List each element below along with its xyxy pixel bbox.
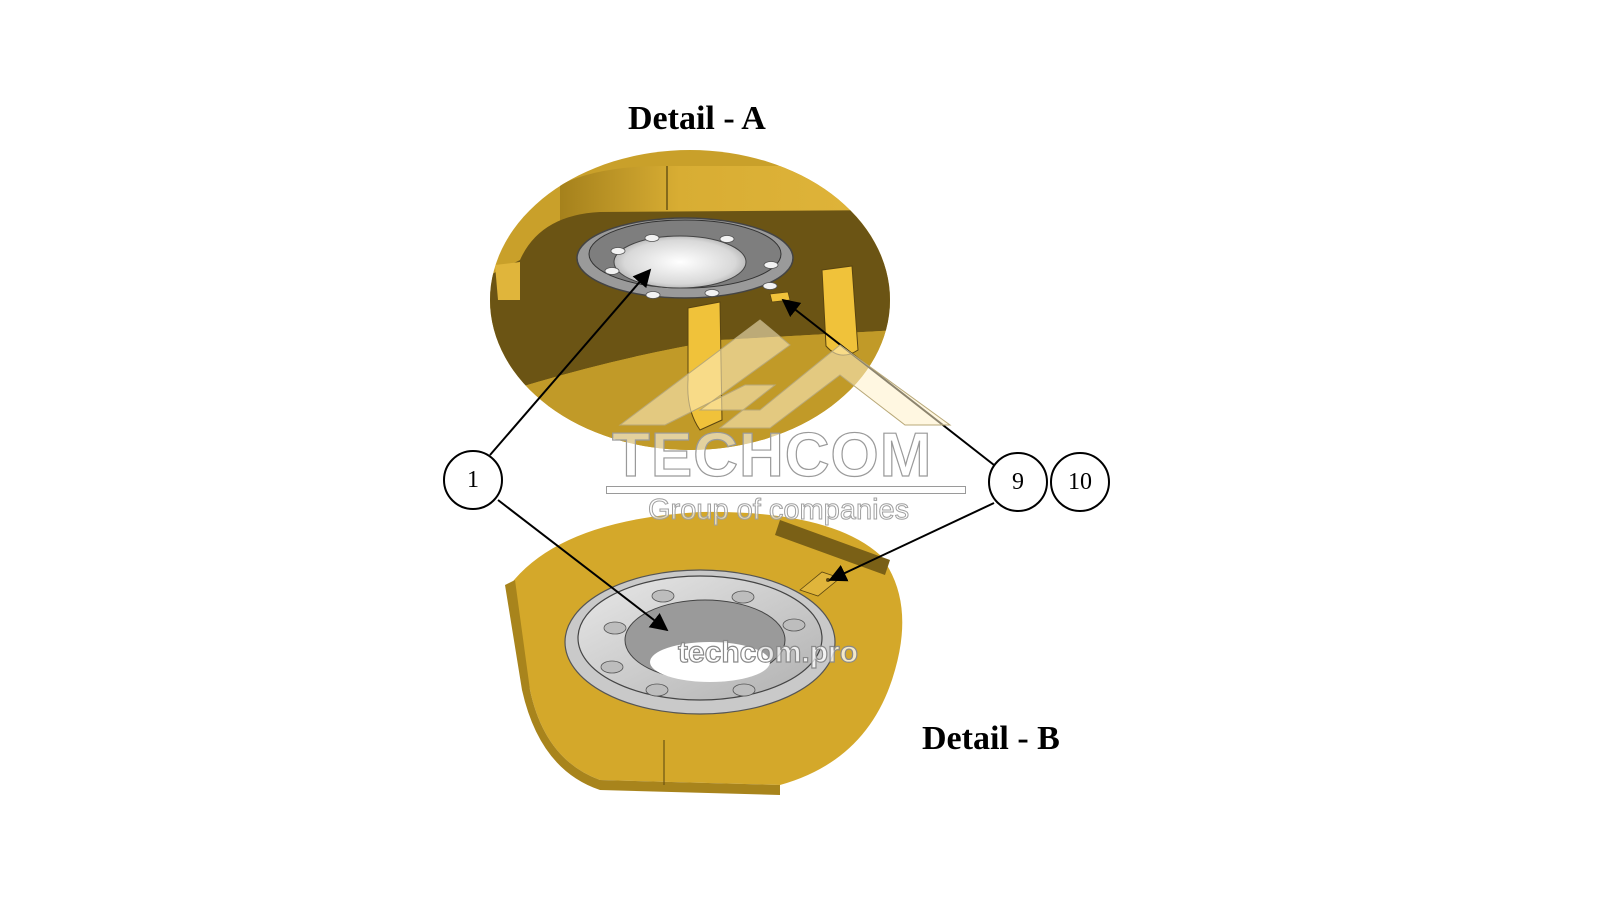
callout-1: 1: [443, 450, 503, 510]
watermark-divider: [606, 486, 966, 494]
watermark-url: techcom.pro: [677, 635, 859, 669]
watermark-tagline: Group of companies: [647, 494, 910, 527]
leader-lines: [489, 268, 995, 632]
watermark-brand: TECHCOM: [611, 420, 933, 490]
detail-a-view: [490, 150, 890, 450]
callout-9: 9: [988, 452, 1048, 512]
mountain-logo-icon: [618, 319, 952, 429]
detail-b-title: Detail - B: [922, 720, 1060, 757]
callout-10: 10: [1050, 452, 1110, 512]
detail-a-title: Detail - A: [628, 100, 766, 137]
